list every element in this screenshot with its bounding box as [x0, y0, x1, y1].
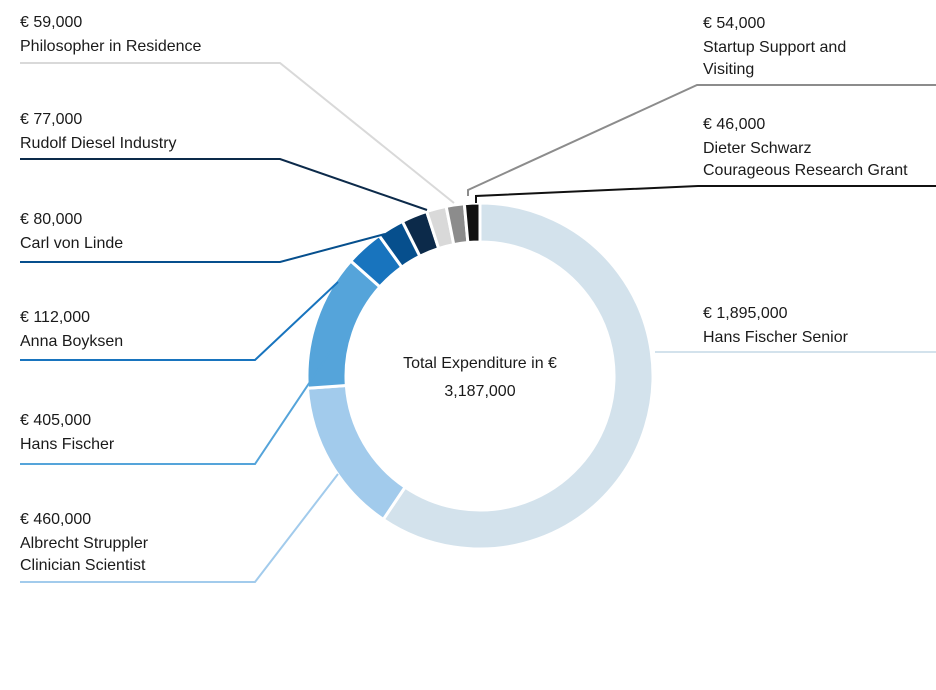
label-hans-fischer-senior: € 1,895,000 Hans Fischer Senior — [703, 303, 848, 349]
donut-slice — [381, 201, 655, 551]
center-label: Total Expenditure in € — [403, 355, 557, 372]
slice-value: € 46,000 — [703, 116, 766, 133]
slice-name: Anna Boyksen — [20, 333, 124, 350]
center-total: 3,187,000 — [444, 383, 516, 400]
slice-name: Carl von Linde — [20, 235, 124, 252]
slice-name: Hans Fischer — [20, 436, 115, 453]
slice-name: Dieter Schwarz Courageous Research Grant — [703, 140, 908, 179]
label-rudolf-diesel: € 77,000 Rudolf Diesel Industry — [20, 109, 177, 155]
slice-value: € 1,895,000 — [703, 305, 788, 322]
leader-line — [467, 84, 936, 196]
leader-line — [20, 62, 455, 204]
label-startup-support: € 54,000 Startup Support and Visiting — [703, 13, 846, 81]
slice-value: € 460,000 — [20, 511, 92, 528]
slice-value: € 54,000 — [703, 15, 766, 32]
slice-name: Albrecht Struppler Clinician Scientist — [20, 535, 149, 574]
label-philosopher: € 59,000 Philosopher in Residence — [20, 12, 201, 58]
leader-line — [20, 351, 331, 465]
label-dieter-schwarz: € 46,000 Dieter Schwarz Courageous Resea… — [703, 114, 908, 182]
slice-value: € 80,000 — [20, 211, 83, 228]
slice-name: Hans Fischer Senior — [703, 329, 848, 346]
donut-slice — [462, 201, 482, 245]
leader-line — [20, 233, 386, 263]
leader-line — [20, 281, 339, 361]
slice-name: Philosopher in Residence — [20, 38, 202, 55]
slice-value: € 405,000 — [20, 412, 92, 429]
slice-value: € 112,000 — [20, 309, 90, 326]
label-anna-boyksen: € 112,000 Anna Boyksen — [20, 307, 123, 353]
slice-value: € 77,000 — [20, 111, 83, 128]
label-albrecht-struppler: € 460,000 Albrecht Struppler Clinician S… — [20, 509, 148, 577]
donut-slice — [305, 383, 408, 522]
leader-line — [475, 185, 936, 203]
slice-value: € 59,000 — [20, 14, 83, 31]
label-hans-fischer: € 405,000 Hans Fischer — [20, 410, 114, 456]
slice-name: Rudolf Diesel Industry — [20, 135, 177, 152]
leader-line — [20, 473, 339, 583]
label-carl-von-linde: € 80,000 Carl von Linde — [20, 209, 123, 255]
slice-name: Startup Support and Visiting — [703, 39, 847, 78]
leader-line — [20, 158, 428, 211]
